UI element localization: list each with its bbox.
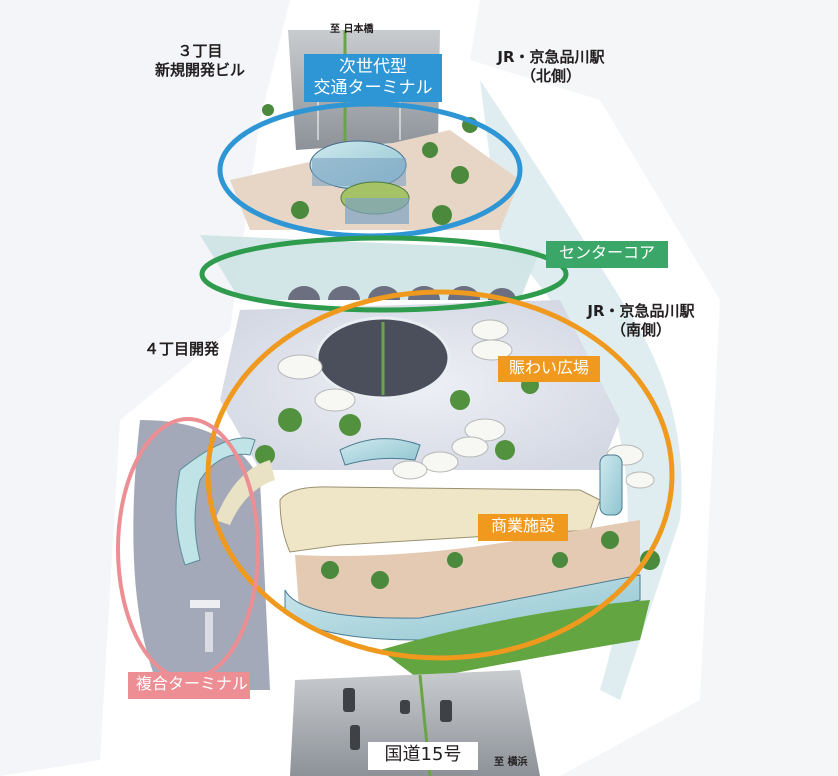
- area-label-jr-south-line1: JR・京急品川駅: [587, 302, 695, 320]
- zone-tag-next-gen-terminal-line1: 次世代型: [339, 57, 407, 77]
- area-label-chome3-line2: 新規開発ビル: [154, 61, 245, 79]
- center-core-canopy: [200, 235, 540, 300]
- direction-label-north: 至 日本橋: [330, 24, 374, 35]
- route15-label: 国道15号: [368, 742, 478, 770]
- left-building-shading: [0, 0, 290, 776]
- zone-tag-plaza: 賑わい広場: [498, 356, 600, 382]
- area-label-jr-north: JR・京急品川駅 （北側）: [478, 48, 624, 86]
- area-label-chome4: ４丁目開発: [144, 340, 220, 358]
- elevator-tower: [599, 454, 623, 516]
- commercial-building: [279, 486, 601, 553]
- zone-tag-complex-terminal: 複合ターミナル: [128, 672, 250, 699]
- area-label-jr-north-line2: （北側）: [520, 67, 581, 85]
- glass-walkway: [339, 438, 421, 466]
- direction-label-south: 至 横浜: [494, 757, 528, 768]
- area-label-jr-south-line2: （南側）: [610, 321, 671, 339]
- zone-tag-next-gen-terminal: 次世代型 交通ターミナル: [304, 54, 442, 102]
- area-label-jr-north-line1: JR・京急品川駅: [497, 48, 605, 66]
- complex-terminal-canopy: [175, 437, 256, 566]
- zone-tag-next-gen-terminal-line2: 交通ターミナル: [313, 78, 433, 98]
- area-label-jr-south: JR・京急品川駅 （南側）: [568, 302, 714, 340]
- zone-ring-center-core: [199, 235, 569, 313]
- right-building-shading: [470, 0, 838, 776]
- area-label-chome3: ３丁目 新規開発ビル: [150, 42, 250, 80]
- zone-ring-plaza-commercial: [205, 289, 675, 661]
- area-label-chome3-line1: ３丁目: [177, 42, 223, 60]
- zone-tag-center-core: センターコア: [546, 241, 668, 268]
- zone-tag-commercial: 商業施設: [478, 514, 568, 541]
